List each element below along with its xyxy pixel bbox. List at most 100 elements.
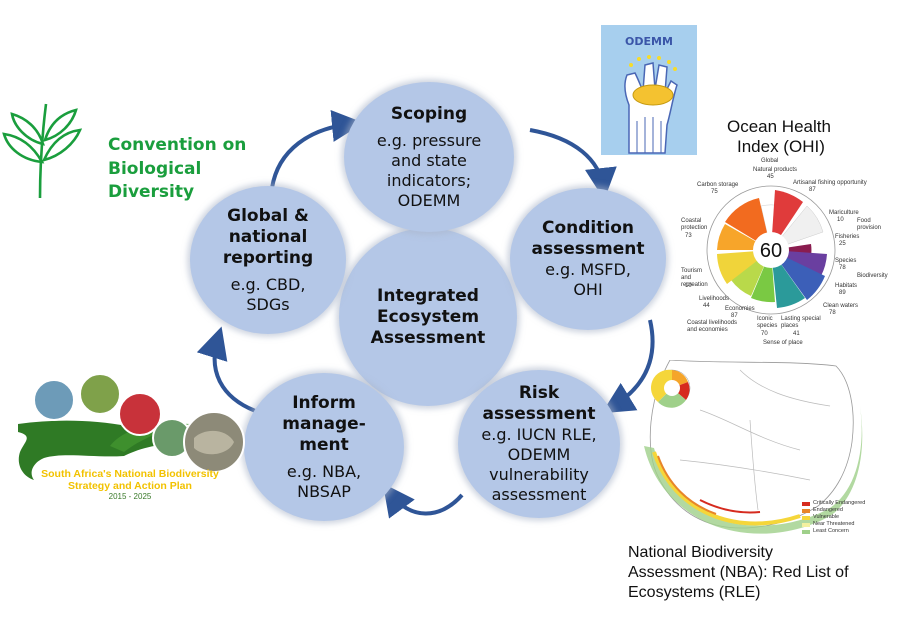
legend-label: Endangered xyxy=(813,507,843,513)
ohi-label-coastal-protection: Coastal protection xyxy=(681,218,708,231)
arrow-global-to-scoping xyxy=(270,109,364,189)
inform-line: NBSAP xyxy=(297,481,351,501)
ohi-label-tourism: Tourism and recreation xyxy=(681,268,708,288)
legend-item: Least Concern xyxy=(802,528,865,535)
cbd-logo: Convention on Biological Diversity xyxy=(2,96,272,206)
condition-line: OHI xyxy=(573,280,603,299)
ohi-label-global: Global xyxy=(761,158,779,164)
ohi-label-habitats: Habitats xyxy=(835,283,858,289)
ohi-value-artisanal: 87 xyxy=(809,187,816,193)
nba-rle-map: Critically Endangered Endangered Vulnera… xyxy=(640,360,880,540)
legend-item: Near Threatened xyxy=(802,521,865,528)
ohi-value-coastal-protection: 73 xyxy=(685,233,692,239)
ohi-title-line2: Index (OHI) xyxy=(737,137,825,156)
arrow-risk-to-inform xyxy=(382,483,464,519)
legend-item: Endangered xyxy=(802,507,865,514)
risk-line: e.g. IUCN RLE, xyxy=(481,425,597,444)
nba-caption-line3: Ecosystems (RLE) xyxy=(628,584,761,601)
south-africa-map xyxy=(644,360,863,534)
ohi-label-carbon: Carbon storage xyxy=(697,182,739,188)
center-line3: Assessment xyxy=(370,327,486,348)
ohi-flower-plot: 60 xyxy=(706,185,836,315)
risk-line: ODEMM xyxy=(507,445,571,464)
global-title3: reporting xyxy=(222,247,314,268)
ohi-label-biodiversity: Biodiversity xyxy=(857,273,888,279)
ohi-value-economies: 87 xyxy=(731,313,738,319)
legend-item: Critically Endangered xyxy=(802,500,865,507)
arrow-scoping-to-condition xyxy=(529,128,617,200)
ohi-value-clean-waters: 78 xyxy=(829,310,836,316)
scoping-line: and state xyxy=(391,150,467,170)
odemm-logo-text: ODEMM xyxy=(625,35,673,48)
ohi-title-line1: Ocean Health xyxy=(727,117,831,136)
node-inform-management: Inform manage- ment e.g. NBA, NBSAP xyxy=(244,373,404,521)
global-title2: national xyxy=(228,226,308,247)
ohi-score: 60 xyxy=(760,240,782,262)
cbd-title-line2: Biological Diversity xyxy=(108,159,202,202)
inform-line: e.g. NBA, xyxy=(286,461,362,481)
ohi-value-carbon: 75 xyxy=(711,189,718,195)
ohi-flower-chart: 60 Global Natural products 45 Artisanal … xyxy=(681,158,891,348)
global-line: SDGs xyxy=(246,294,290,314)
node-integrated-ecosystem-assessment: Integrated Ecosystem Assessment xyxy=(339,228,517,406)
ohi-value-fisheries: 25 xyxy=(839,241,846,247)
node-risk-assessment: Risk assessment e.g. IUCN RLE, ODEMM vul… xyxy=(458,370,620,518)
node-condition-assessment: Condition assessment e.g. MSFD, OHI xyxy=(510,188,666,330)
ohi-label-artisanal: Artisanal fishing opportunity xyxy=(793,180,867,186)
ohi-value-natural-products: 45 xyxy=(767,174,774,180)
legend-label: Vulnerable xyxy=(813,514,840,520)
ohi-label-economies: Economies xyxy=(725,306,755,312)
ohi-label-clean-waters: Clean waters xyxy=(823,303,859,309)
nbsap-title-line1: South Africa's National Biodiversity xyxy=(41,468,219,480)
nba-caption-line1: National Biodiversity xyxy=(628,544,773,561)
ohi-value-lasting: 41 xyxy=(793,331,800,337)
scoping-title: Scoping xyxy=(390,103,468,124)
condition-title2: assessment xyxy=(531,239,645,259)
condition-title1: Condition xyxy=(542,218,634,238)
scoping-line: indicators; xyxy=(386,170,472,190)
cbd-leaf-icon xyxy=(2,103,83,199)
scoping-line: ODEMM xyxy=(397,190,461,210)
ohi-label-food-provision: Food provision xyxy=(857,218,882,231)
ohi-value-iconic: 70 xyxy=(761,331,768,337)
ohi-value-tourism: 10 xyxy=(685,283,692,289)
risk-title2: assessment xyxy=(482,404,596,424)
nba-caption-line2: Assessment (NBA): Red List of xyxy=(628,564,849,581)
legend-label: Critically Endangered xyxy=(813,500,866,506)
inform-title2: manage- xyxy=(282,413,366,434)
ohi-label-fisheries: Fisheries xyxy=(835,234,860,240)
center-line2: Ecosystem xyxy=(376,306,480,327)
arrow-inform-to-global xyxy=(196,326,259,414)
ohi-label-lasting: Lasting special places xyxy=(781,316,821,329)
ohi-value-habitats: 89 xyxy=(839,290,846,296)
node-scoping: Scoping e.g. pressure and state indicato… xyxy=(344,82,514,232)
scoping-line: e.g. pressure xyxy=(376,130,482,150)
inform-title3: ment xyxy=(299,434,349,455)
nba-legend: Critically Endangered Endangered Vulnera… xyxy=(802,500,865,535)
ohi-value-mariculture: 10 xyxy=(837,217,844,223)
nbsap-branch-graphic xyxy=(18,373,245,480)
odemm-hand-icon: ODEMM xyxy=(624,35,678,154)
node-global-national-reporting: Global & national reporting e.g. CBD, SD… xyxy=(190,186,346,334)
ohi-label-iconic: Iconic species xyxy=(757,316,778,329)
ohi-label-species: Species xyxy=(835,258,857,264)
ohi-label-sense-of-place: Sense of place xyxy=(763,340,803,346)
ohi-label-coastal-livelihoods: Coastal livelihoods and economies xyxy=(687,320,738,333)
nbsap-title-line2: Strategy and Action Plan xyxy=(68,480,192,492)
risk-title1: Risk xyxy=(518,383,560,403)
ohi-label-natural-products: Natural products xyxy=(753,167,798,173)
global-title1: Global & xyxy=(227,205,309,226)
global-line: e.g. CBD, xyxy=(230,274,306,294)
ohi-label-livelihoods: Livelihoods xyxy=(699,296,730,302)
ohi-value-livelihoods: 44 xyxy=(703,303,710,309)
center-line1: Integrated xyxy=(377,285,479,306)
risk-line: assessment xyxy=(491,485,587,504)
ohi-value-species: 78 xyxy=(839,265,846,271)
nbsap-logo: South Africa's National Biodiversity Str… xyxy=(14,372,246,501)
cbd-title-line1: Convention on xyxy=(108,135,247,155)
odemm-logo: ODEMM xyxy=(601,25,697,155)
arrow-condition-to-risk xyxy=(601,319,655,414)
legend-label: Near Threatened xyxy=(813,521,855,527)
nbsap-years: 2015 - 2025 xyxy=(108,492,152,501)
